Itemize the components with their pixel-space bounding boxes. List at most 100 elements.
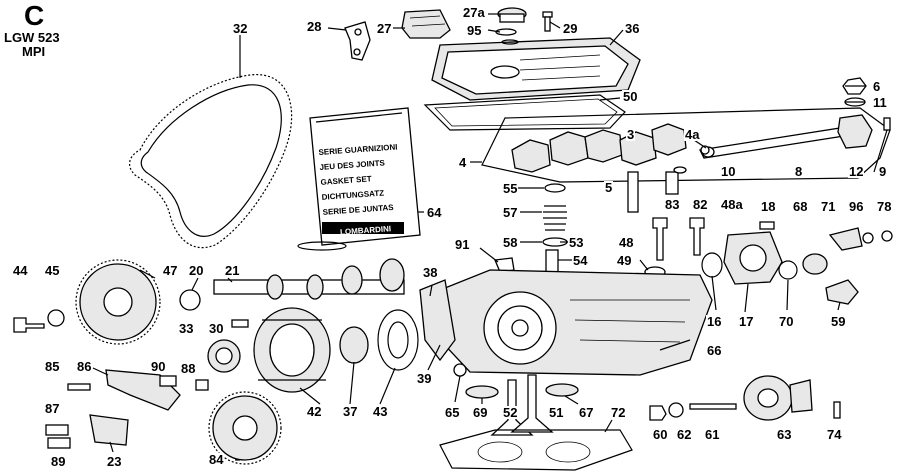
callout-51: 51 (548, 405, 565, 420)
camshaft (213, 258, 405, 300)
callout-58: 58 (502, 235, 519, 250)
callout-84: 84 (208, 452, 225, 467)
breather-part (401, 9, 451, 39)
callout-6: 6 (872, 79, 882, 94)
callout-91: 91 (454, 237, 471, 252)
callout-68: 68 (792, 199, 809, 214)
engine-variant: MPI (22, 44, 46, 59)
tensioner-23 (89, 414, 129, 446)
callout-71: 71 (820, 199, 837, 214)
plate-38 (419, 279, 456, 362)
bushing-20 (179, 289, 201, 311)
cam-pulley (75, 259, 161, 345)
nut-60 (649, 405, 667, 421)
head-gasket (439, 429, 633, 471)
callout-64: 64 (426, 205, 443, 220)
gasket-kit-text: SERIE GUARNIZIONI JEU DES JOINTS GASKET … (318, 139, 402, 219)
callout-70: 70 (778, 314, 795, 329)
callout-89: 89 (50, 454, 67, 469)
callout-69: 69 (472, 405, 489, 420)
seal-ring (778, 260, 798, 280)
callout-67: 67 (578, 405, 595, 420)
callout-29: 29 (562, 21, 579, 36)
pushrod (627, 171, 639, 213)
callout-88: 88 (180, 361, 197, 376)
callout-45: 45 (44, 263, 61, 278)
engine-model: LGW 523 (4, 30, 60, 45)
stud-61 (689, 403, 737, 410)
callout-95: 95 (466, 23, 483, 38)
shaft-support (837, 114, 873, 149)
callout-63: 63 (776, 427, 793, 442)
callout-60: 60 (652, 427, 669, 442)
callout-52: 52 (502, 405, 519, 420)
group-letter: C (24, 0, 45, 31)
valve-spring (542, 183, 568, 277)
callout-72: 72 (610, 405, 627, 420)
seal-67 (545, 383, 579, 397)
callout-10: 10 (720, 164, 737, 179)
screw-85 (67, 383, 91, 391)
callout-28: 28 (306, 19, 323, 34)
callout-85: 85 (44, 359, 61, 374)
callout-87: 87 (44, 401, 61, 416)
oil-cap-part (495, 7, 527, 36)
bolt-44 (13, 317, 45, 333)
callout-33: 33 (178, 321, 195, 336)
callout-5: 5 (604, 180, 614, 195)
cap-part (802, 253, 828, 275)
screw-18 (759, 221, 775, 230)
callout-18: 18 (760, 199, 777, 214)
belt-tensioner (743, 375, 813, 421)
gasket-kit-box (297, 107, 421, 251)
valve-51 (510, 374, 554, 433)
pin-part (883, 117, 891, 131)
part-65 (453, 363, 467, 377)
valve-cover (431, 37, 641, 101)
callout-50: 50 (622, 89, 639, 104)
callout-3: 3 (626, 127, 636, 142)
callout-55: 55 (502, 181, 519, 196)
gasket-43-inner (387, 321, 409, 359)
callout-82: 82 (692, 197, 709, 212)
thermostat-housing (723, 231, 783, 285)
callout-12: 12 (848, 164, 865, 179)
callout-39: 39 (416, 371, 433, 386)
front-housing (253, 307, 331, 393)
crank-pulley (208, 391, 282, 465)
callout-23: 23 (106, 454, 123, 469)
callout-9: 9 (878, 164, 888, 179)
callout-11: 11 (872, 95, 888, 110)
bracket-71 (828, 227, 863, 251)
callout-47: 47 (162, 263, 179, 278)
callout-16: 16 (706, 314, 723, 329)
callout-36: 36 (624, 21, 641, 36)
part-89 (47, 437, 71, 449)
callout-17: 17 (738, 314, 755, 329)
gasket-43 (377, 309, 419, 371)
callout-90: 90 (150, 359, 167, 374)
callout-20: 20 (188, 263, 205, 278)
callout-62: 62 (676, 427, 693, 442)
screw-30 (231, 319, 249, 328)
callout-74: 74 (826, 427, 843, 442)
part-82 (673, 166, 687, 174)
callout-48a: 48a (720, 197, 744, 212)
leader-lines (92, 13, 888, 461)
callout-30: 30 (208, 321, 225, 336)
seal-69 (465, 385, 499, 399)
part-87 (45, 424, 69, 436)
callout-53: 53 (568, 235, 585, 250)
callout-57: 57 (502, 205, 519, 220)
part-10 (700, 145, 710, 155)
nut-78 (881, 230, 893, 242)
callout-48: 48 (618, 235, 635, 250)
rocker-arms (511, 123, 687, 173)
callout-83: 83 (664, 197, 681, 212)
callout-54: 54 (572, 253, 589, 268)
screw-part (542, 11, 553, 32)
fitting-59 (825, 279, 859, 305)
callout-66: 66 (706, 343, 723, 358)
